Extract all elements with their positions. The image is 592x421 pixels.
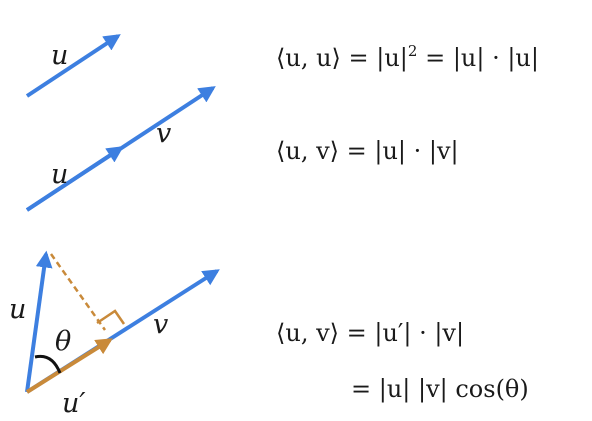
vector-u-prime <box>25 338 113 394</box>
vector-u <box>25 34 121 98</box>
equation-1-exponent: 2 <box>407 42 418 60</box>
angle-arc <box>34 354 62 374</box>
equation-3: ⟨u, v⟩ = |u′| · |v| <box>276 319 465 347</box>
right-angle-marker <box>96 309 126 325</box>
label-v: v <box>153 309 168 340</box>
diagram-2: u v <box>25 86 216 212</box>
label-v: v <box>156 118 171 149</box>
equation-4: = |u| |v| cos(θ) <box>351 375 529 403</box>
vector-u <box>25 146 124 212</box>
label-u: u <box>51 159 68 190</box>
projection-line <box>49 253 107 331</box>
equation-1-rhs: = |u| · |u| <box>417 44 539 72</box>
label-theta: θ <box>55 326 71 357</box>
diagram-1: u <box>25 34 121 98</box>
equation-2: ⟨u, v⟩ = |u| · |v| <box>276 137 459 165</box>
label-u: u <box>51 40 68 71</box>
equation-1-lhs: ⟨u, u⟩ = |u| <box>276 44 408 72</box>
diagram-3: u θ v u′ <box>9 250 220 419</box>
vector-u <box>25 250 53 393</box>
label-u-prime: u′ <box>62 388 86 419</box>
label-u: u <box>9 294 26 325</box>
equation-1: ⟨u, u⟩ = |u|2 = |u| · |u| <box>276 42 539 72</box>
